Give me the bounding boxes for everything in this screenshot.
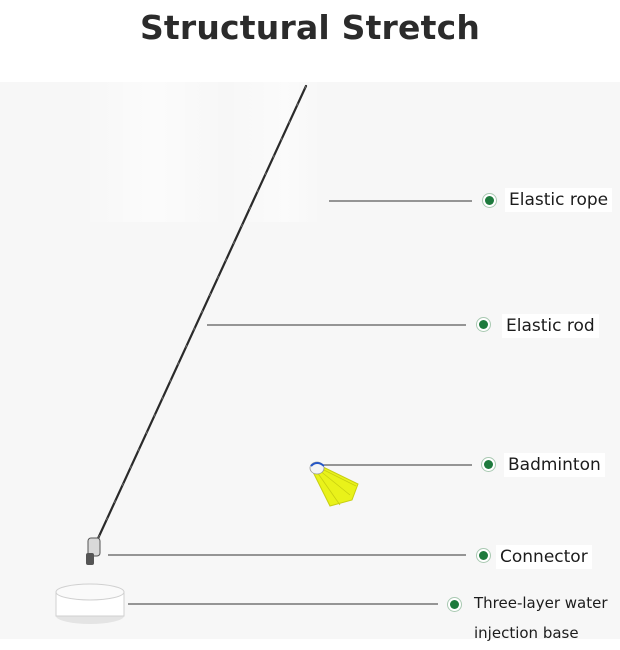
label-water-injection-base: Three-layer water injection base [470, 586, 620, 650]
connector [86, 538, 100, 565]
badminton-bullet-icon [484, 460, 493, 469]
badminton-shuttlecock [310, 462, 358, 506]
rope-bullet-icon [485, 196, 494, 205]
label-elastic-rope: Elastic rope [505, 188, 612, 212]
base-bullet-icon [450, 600, 459, 609]
elastic-rod [95, 86, 306, 545]
water-injection-base [56, 584, 124, 624]
label-badminton: Badminton [504, 453, 605, 477]
label-elastic-rod: Elastic rod [502, 314, 599, 338]
connector-bullet-icon [479, 551, 488, 560]
rod-bullet-icon [479, 320, 488, 329]
label-connector: Connector [496, 545, 592, 569]
